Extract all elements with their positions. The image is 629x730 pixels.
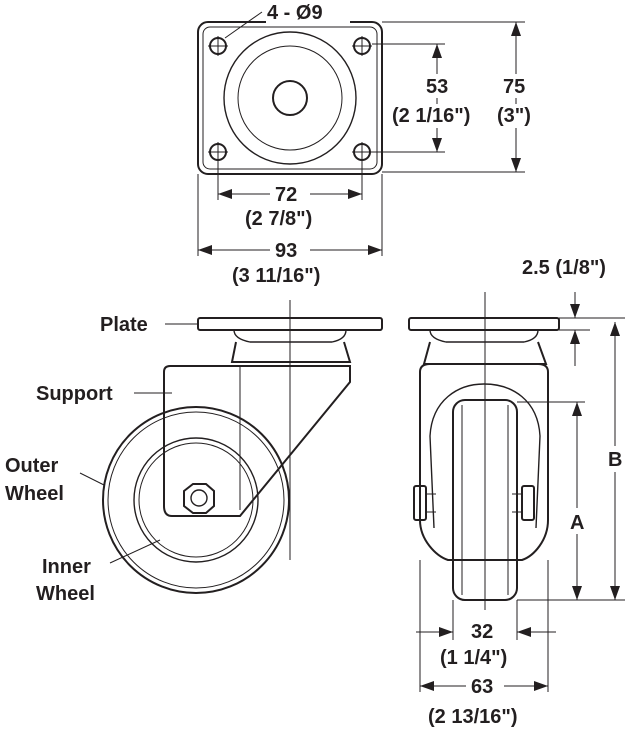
outer-wheel-shape <box>102 406 290 594</box>
hole-spacing-h-mm: 72 <box>275 184 297 206</box>
support-shape <box>163 365 351 517</box>
plate-width-mm: 93 <box>275 240 297 262</box>
plate-width-in: (3 11/16") <box>232 265 320 287</box>
wheel-width-mm: 32 <box>471 621 493 643</box>
label-outer-wheel-line1: Outer <box>5 455 59 477</box>
plate-thickness-text: 2.5 (1/8") <box>522 257 606 279</box>
support-width-in: (2 13/16") <box>428 706 518 728</box>
front-view-caster <box>408 292 560 610</box>
inner-wheel-shape <box>133 437 259 563</box>
label-inner-wheel-line2: Wheel <box>36 583 95 605</box>
label-inner-wheel-line1: Inner <box>42 556 91 578</box>
hole-spacing-v-in: (2 1/16") <box>392 105 470 127</box>
label-support: Support <box>36 383 113 405</box>
support-width-mm: 63 <box>471 676 493 698</box>
side-view-caster <box>79 300 383 594</box>
plate-height-in: (3") <box>497 105 531 127</box>
wheel-width-in: (1 1/4") <box>440 647 507 669</box>
front-view-dimensions <box>416 292 625 692</box>
mounting-holes <box>208 36 372 162</box>
top-view-plate <box>197 11 383 175</box>
dimension-a-label: A <box>570 512 584 534</box>
holes-dimension-text: 4 - Ø9 <box>267 2 323 24</box>
label-outer-wheel-line2: Wheel <box>5 483 64 505</box>
top-view-dimensions <box>197 21 525 256</box>
plate-height-mm: 75 <box>503 76 525 98</box>
dimension-b-label: B <box>608 449 622 471</box>
hole-spacing-v-mm: 53 <box>426 76 448 98</box>
hole-spacing-h-in: (2 7/8") <box>245 208 312 230</box>
label-plate: Plate <box>100 314 148 336</box>
